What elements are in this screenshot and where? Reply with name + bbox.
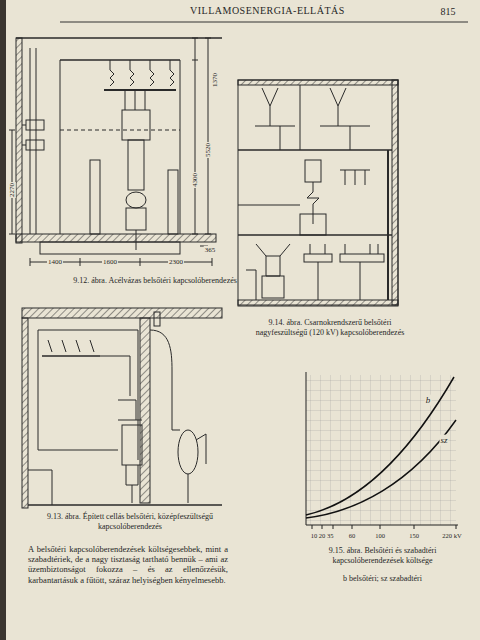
dimension-label: 4300 <box>191 172 199 188</box>
running-header: VILLAMOSENERGIA-ELLÁTÁS <box>190 5 345 17</box>
built-cell-switchgear-drawing <box>22 308 222 508</box>
dimension-label: 5520 <box>204 142 212 158</box>
curve-label: b <box>425 395 432 406</box>
axis-tick-label: 10 20 35 <box>310 532 335 540</box>
axis-tick-label: 60 <box>348 532 357 540</box>
figure-caption: 9.12. ábra. Acélvázas belsőtéri kapcsoló… <box>60 276 250 286</box>
dimension-label: 2270 <box>8 182 16 198</box>
figure-caption: 9.15. ábra. Belsőtéri és szabadtéri kapc… <box>300 546 465 565</box>
dimension-label: 1400 <box>47 258 63 266</box>
dimension-label: 365 <box>204 246 217 254</box>
dimension-label: 1370 <box>211 72 219 88</box>
axis-tick-label: 220 kV <box>441 532 462 540</box>
outdoor-cost-curve <box>306 420 456 518</box>
dimension-label: 1600 <box>102 258 118 266</box>
cost-chart <box>306 372 458 529</box>
axis-tick-label: 150 <box>408 532 420 540</box>
body-text: A belsőtéri kapcsolóberendezések költség… <box>28 544 228 585</box>
figure-caption: 9.14. ábra. Csarnokrendszerű belsőtéri n… <box>250 318 410 337</box>
legend-note: b belsőtéri; sz szabadtéri <box>300 574 465 584</box>
steel-frame-switchgear-drawing <box>9 38 222 266</box>
hall-type-switchgear-drawing <box>238 80 398 306</box>
dimension-label: 2300 <box>168 258 184 266</box>
indoor-cost-curve <box>306 377 454 515</box>
header-rule <box>60 22 468 23</box>
curve-label: sz <box>439 435 448 446</box>
figure-caption: 9.13. ábra. Épített cellás belsőtéri, kö… <box>30 512 230 531</box>
book-edge <box>0 0 6 640</box>
page-number: 815 <box>440 6 457 18</box>
axis-tick-label: 100 <box>374 532 386 540</box>
